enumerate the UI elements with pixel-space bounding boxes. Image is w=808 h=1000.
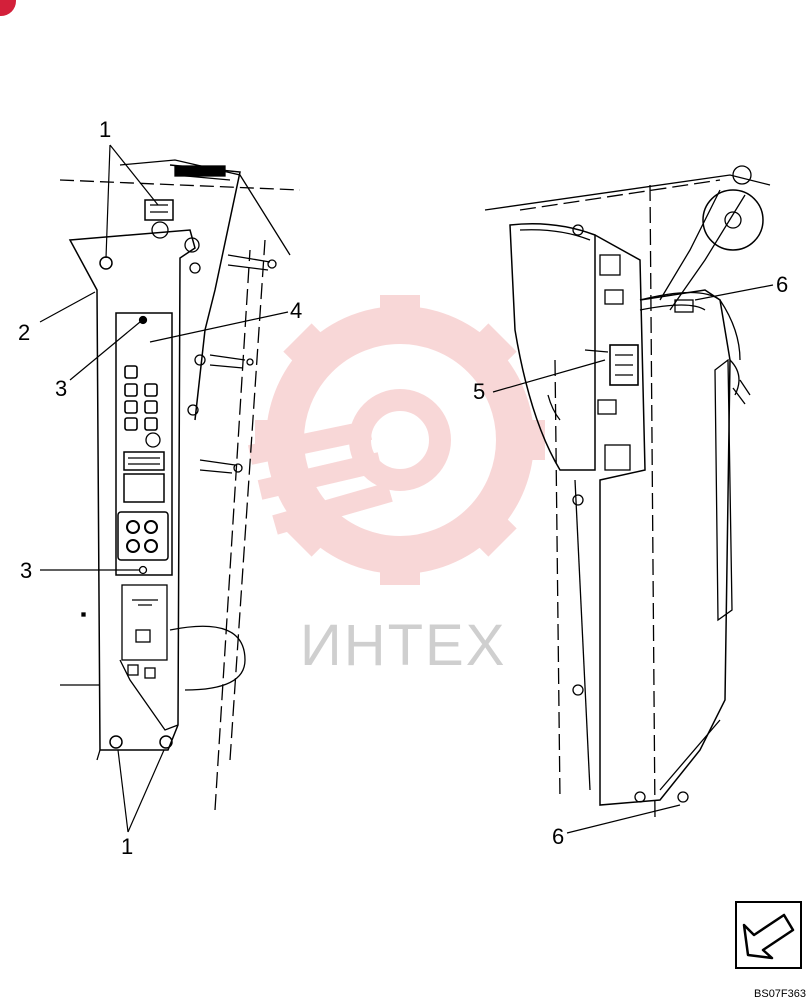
callout-5: 5 xyxy=(473,379,486,404)
callout-3-lower: 3 xyxy=(20,558,33,583)
callout-1-bottom: 1 xyxy=(121,834,134,859)
right-pillar-assembly xyxy=(484,165,774,834)
panel-button xyxy=(144,400,158,414)
callout-6-bottom: 6 xyxy=(552,824,565,849)
watermark-gear-icon xyxy=(247,295,545,585)
panel-button xyxy=(144,417,158,431)
left-pillar-assembly xyxy=(39,144,301,833)
drawing-code: BS07F363 xyxy=(754,988,806,1000)
callout-3-upper: 3 xyxy=(55,376,68,401)
callout-2: 2 xyxy=(18,320,31,345)
panel-button xyxy=(124,383,138,397)
callout-6-top: 6 xyxy=(776,272,789,297)
pillar-trim xyxy=(594,234,731,806)
callout-4: 4 xyxy=(290,298,303,323)
arrow-icon xyxy=(735,901,802,969)
callout-1-top: 1 xyxy=(99,117,112,142)
panel-button xyxy=(124,365,138,379)
panel-button xyxy=(124,400,138,414)
panel-button xyxy=(144,383,158,397)
control-panel xyxy=(115,312,173,576)
panel-button xyxy=(124,417,138,431)
panel-outline xyxy=(68,229,196,751)
watermark-text: ИНТЕХ xyxy=(300,613,507,678)
curved-cover xyxy=(509,223,596,471)
